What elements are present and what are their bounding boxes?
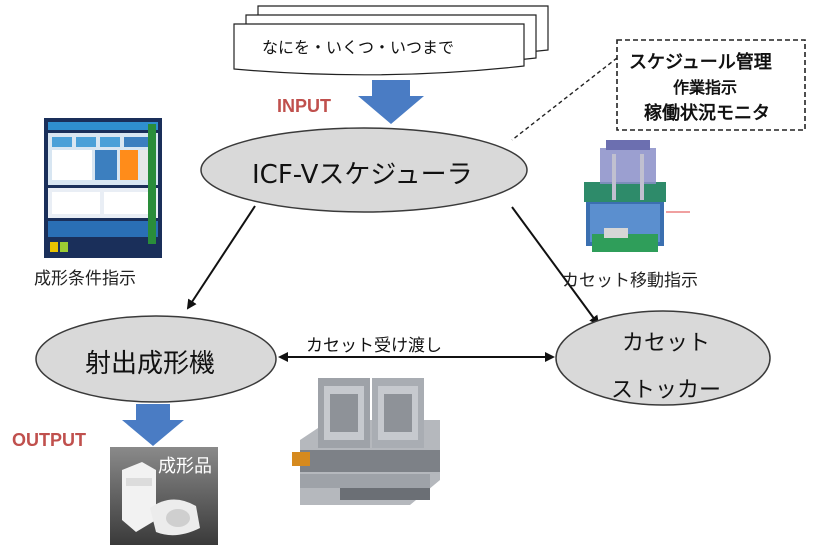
injection-machine-ellipse (35, 315, 277, 403)
stocker-label-line-1: カセット (622, 331, 711, 356)
molding-conditions-label: 成形条件指示 (34, 269, 136, 289)
transfer-label: カセット受け渡し (306, 336, 442, 356)
product-label: 成形品 (158, 456, 212, 477)
cassette-move-label: カセット移動指示 (562, 271, 698, 291)
input-documents (233, 5, 549, 76)
output-label: OUTPUT (12, 430, 86, 450)
input-arrow (358, 80, 424, 124)
functions-line-2: 作業指示 (673, 78, 738, 97)
callout-connector (511, 57, 618, 141)
input-document-text: なにを・いくつ・いつまで (262, 38, 455, 57)
scheduler-label: ICF-Vスケジューラ (252, 160, 473, 190)
arrow-to-injection-machine (186, 205, 256, 310)
input-label: INPUT (277, 96, 331, 116)
functions-line-1: スケジュール管理 (629, 52, 772, 73)
control-panel-image (44, 118, 162, 258)
stocker-ellipse (555, 310, 771, 406)
output-arrow (122, 404, 184, 446)
stocker-label-line-2: ストッカー (611, 378, 722, 403)
functions-box (616, 39, 806, 131)
scheduler-ellipse (200, 127, 528, 213)
arrow-to-stocker (511, 206, 600, 326)
mold-cassette-image (584, 140, 690, 252)
molded-product-image (110, 447, 218, 545)
functions-line-3: 稼働状況モニタ (644, 103, 770, 124)
cassette-stocker-image (292, 378, 440, 505)
injection-machine-label: 射出成形機 (85, 349, 216, 379)
